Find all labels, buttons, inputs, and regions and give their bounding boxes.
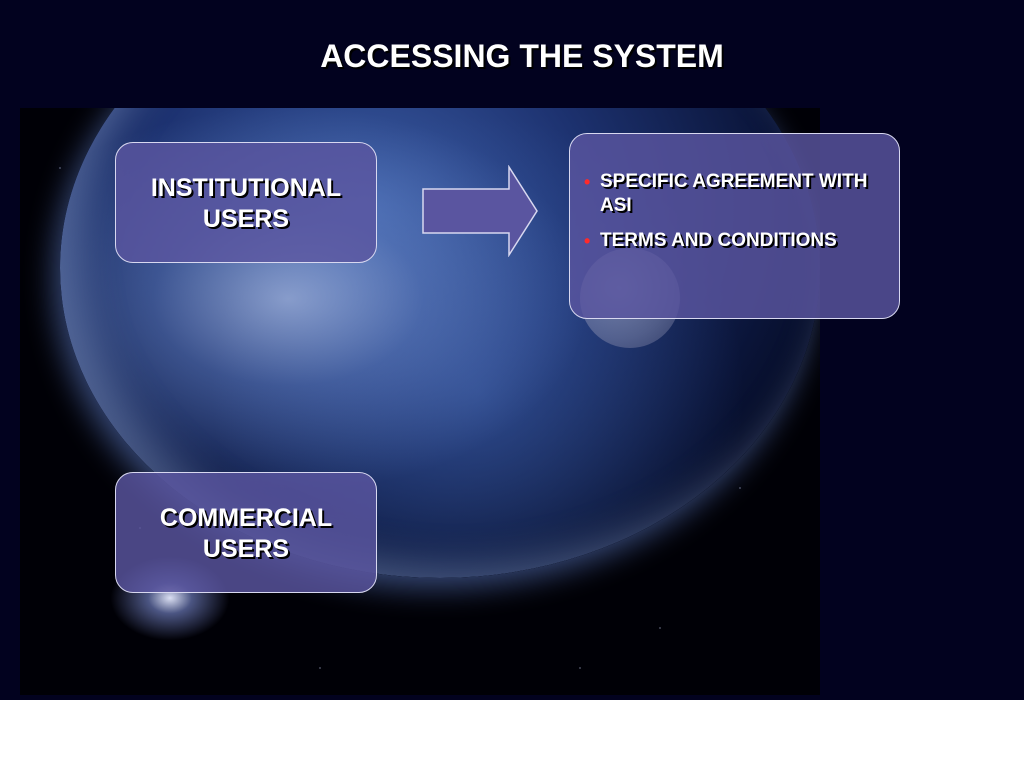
requirement-item: • TERMS AND CONDITIONS xyxy=(584,229,885,253)
requirement-item: • SPECIFIC AGREEMENT WITH ASI xyxy=(584,170,885,218)
commercial-label-line2: USERS xyxy=(202,535,290,563)
commercial-label-line1: COMMERCIAL xyxy=(159,504,333,532)
requirement-text: SPECIFIC AGREEMENT WITH ASI xyxy=(600,171,868,216)
requirements-box: • SPECIFIC AGREEMENT WITH ASI • TERMS AN… xyxy=(569,133,900,319)
bullet-icon: • xyxy=(584,231,591,251)
requirements-list: • SPECIFIC AGREEMENT WITH ASI • TERMS AN… xyxy=(584,170,885,253)
institutional-label-line1: INSTITUTIONAL xyxy=(150,174,342,202)
slide-title: ACCESSING THE SYSTEM xyxy=(320,38,724,74)
right-arrow-icon xyxy=(422,165,538,257)
bullet-icon: • xyxy=(584,172,591,192)
commercial-users-box: COMMERCIAL USERS xyxy=(115,472,377,593)
institutional-users-box: INSTITUTIONAL USERS xyxy=(115,142,377,263)
requirement-text: TERMS AND CONDITIONS xyxy=(600,230,837,251)
institutional-label-line2: USERS xyxy=(202,205,290,233)
slide: ACCESSING THE SYSTEM INSTITUTIONAL USERS… xyxy=(0,0,1024,700)
